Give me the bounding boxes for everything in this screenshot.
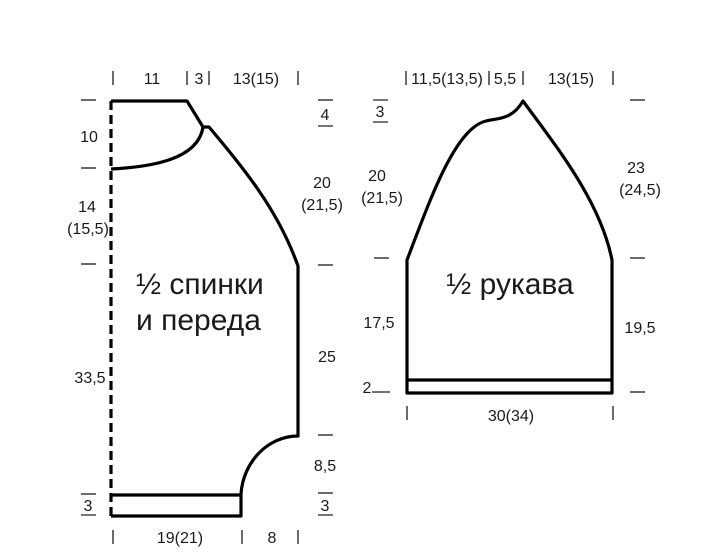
left-height-2b: (15,5) <box>67 221 109 238</box>
right-height-2b: (21,5) <box>301 197 343 214</box>
sleeve-bottom-width: 30(34) <box>488 408 534 425</box>
right-height-4: 8,5 <box>314 458 336 475</box>
sleeve-outline <box>405 99 614 395</box>
left-height-3: 33,5 <box>74 370 105 387</box>
sleeve-top-width-2: 5,5 <box>494 71 516 88</box>
sleeve-top-width-3: 13(15) <box>548 71 594 88</box>
right-height-1: 4 <box>321 107 330 124</box>
left-height-4: 3 <box>84 498 93 515</box>
sleeve-left-height-1: 3 <box>376 104 385 121</box>
body-outline <box>111 99 300 518</box>
right-height-5: 3 <box>321 498 330 515</box>
top-width-1: 11 <box>144 71 161 88</box>
left-height-1: 10 <box>80 129 98 146</box>
body-piece-title-line1: ½ спинки <box>136 268 264 301</box>
top-width-3: 13(15) <box>233 71 279 88</box>
sleeve-piece: 11,5(13,5) 5,5 13(15) 3 20 (21,5) 17,5 2… <box>361 71 661 425</box>
top-width-2: 3 <box>195 71 204 88</box>
sleeve-left-height-4: 2 <box>363 380 372 397</box>
right-height-3: 25 <box>318 349 336 366</box>
sleeve-right-height-2: 19,5 <box>624 320 655 337</box>
sleeve-right-height-1b: (24,5) <box>619 182 661 199</box>
body-piece: 11 3 13(15) 10 14 (15,5) 33,5 3 4 20 (21… <box>67 71 343 547</box>
sleeve-left-height-2: 20 <box>368 168 386 185</box>
sleeve-left-height-2b: (21,5) <box>361 190 403 207</box>
right-height-2: 20 <box>313 175 331 192</box>
sleeve-piece-title: ½ рукава <box>446 268 574 301</box>
sleeve-top-width-1: 11,5(13,5) <box>411 71 483 88</box>
sleeve-right-height-1: 23 <box>627 160 645 177</box>
bottom-width-2: 8 <box>268 530 277 547</box>
body-piece-title-line2: и переда <box>136 304 261 337</box>
bottom-width-1: 19(21) <box>157 530 203 547</box>
sleeve-left-height-3: 17,5 <box>363 315 394 332</box>
left-height-2: 14 <box>78 199 96 216</box>
neckline <box>110 126 205 171</box>
